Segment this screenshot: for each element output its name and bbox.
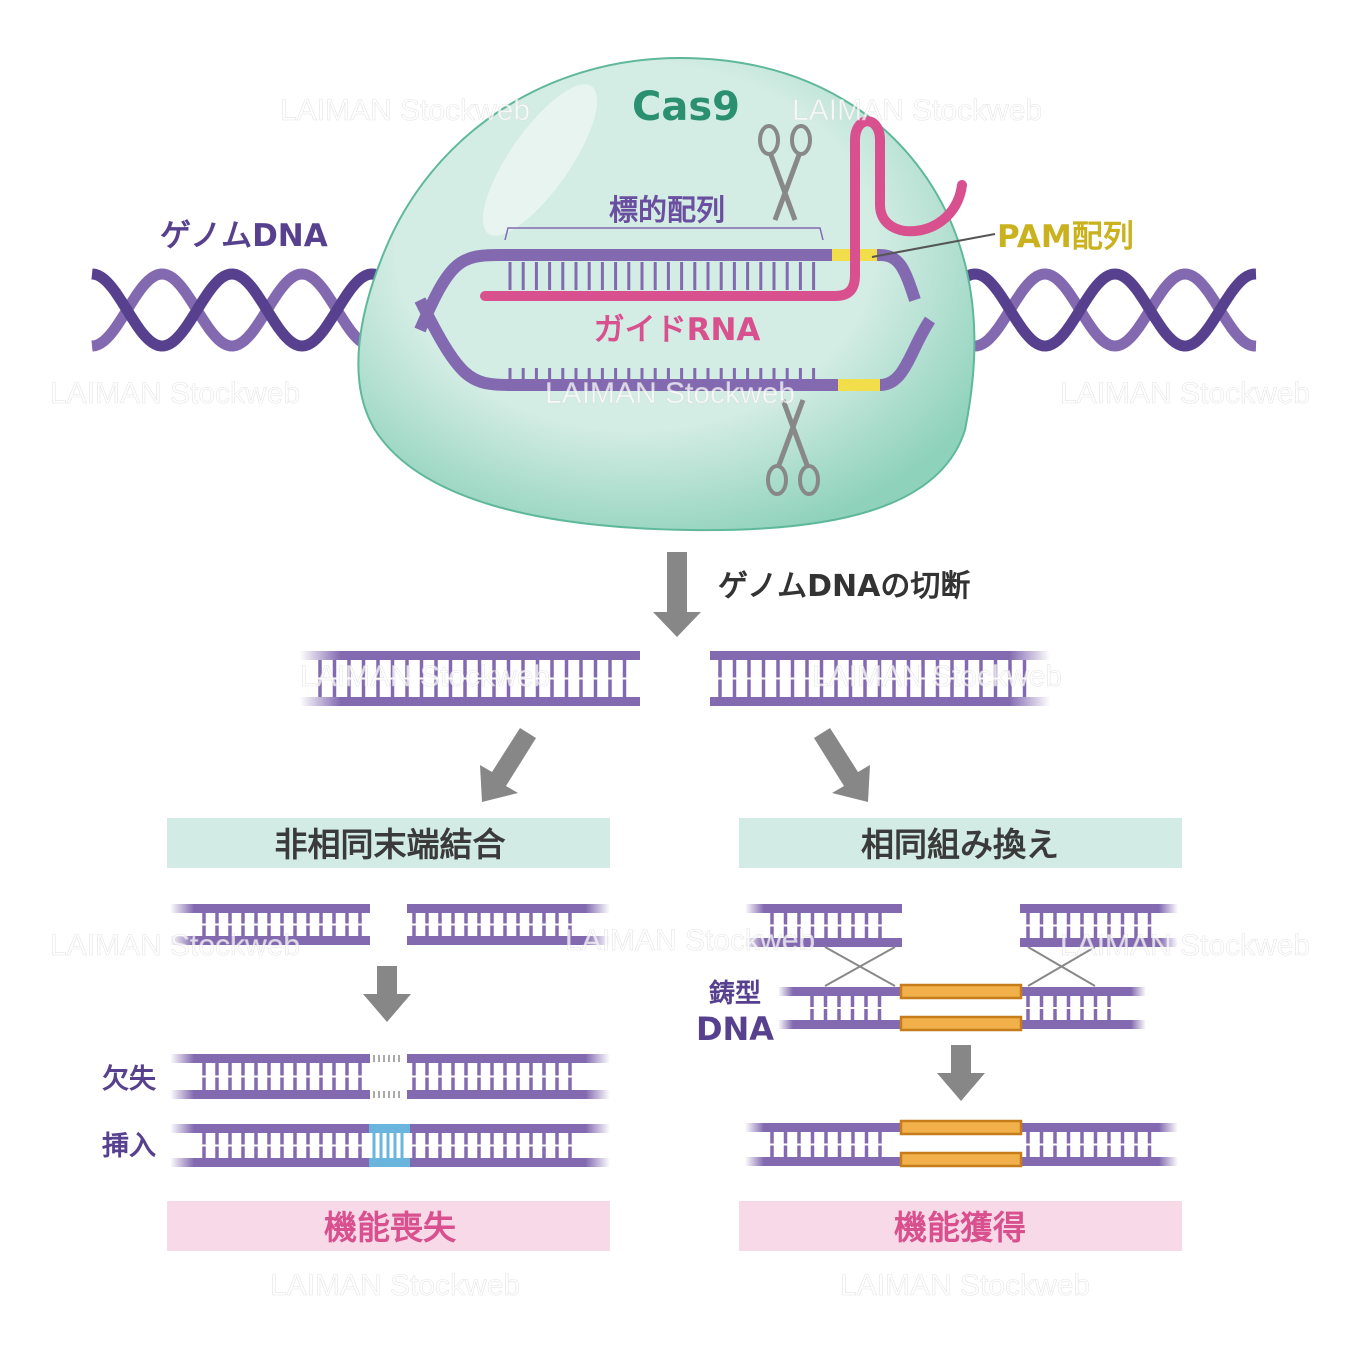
repair-dna <box>170 904 1178 1168</box>
dna-strand <box>1020 987 1146 996</box>
arrow-down-icon <box>937 1045 985 1101</box>
arrow-down-icon <box>363 966 411 1022</box>
watermark: LAIMAN Stockweb <box>565 924 815 957</box>
template-dna-strand <box>899 983 1023 1000</box>
dna-strand <box>170 1054 370 1063</box>
watermark: LAIMAN Stockweb <box>50 929 300 962</box>
dna-strand <box>710 651 1050 660</box>
dna-strand <box>778 987 902 996</box>
dna-strand <box>407 904 610 913</box>
insertion-strand <box>369 1158 410 1167</box>
unwound-dna <box>414 116 967 391</box>
scissors-icon <box>758 124 812 221</box>
hr-header <box>739 818 1182 868</box>
template-dna-label-1: 鋳型 <box>709 979 761 1009</box>
watermark: LAIMAN Stockweb <box>840 1269 1090 1302</box>
watermark: LAIMAN Stockweb <box>1060 929 1310 962</box>
dna-strand <box>170 1090 370 1099</box>
bottom-strand <box>414 297 936 391</box>
crossover-line <box>1027 946 1096 987</box>
target-bracket <box>504 227 824 241</box>
dna-strand <box>710 697 1050 706</box>
cas9-highlight <box>482 84 598 236</box>
gain-of-function-box <box>739 1201 1182 1251</box>
dna-strand <box>1020 904 1178 913</box>
top-strand <box>414 249 921 333</box>
arrow-down-icon <box>653 552 701 637</box>
genome-dna-label: ゲノムDNA <box>160 218 328 254</box>
watermark: LAIMAN Stockweb <box>812 660 1062 693</box>
dna-strand <box>407 1090 610 1099</box>
scissor-handle <box>758 124 780 156</box>
dna-strand <box>170 904 370 913</box>
arrow-down-right-icon <box>814 728 870 802</box>
pam-bottom <box>838 379 880 391</box>
dna-strand <box>407 1158 610 1167</box>
template-dna-strand <box>899 1015 1023 1032</box>
nhej-header <box>167 818 610 868</box>
watermark: LAIMAN Stockweb <box>300 660 550 693</box>
dna-strand <box>407 936 610 945</box>
dna-strand <box>745 904 902 913</box>
dna-strand <box>300 651 640 660</box>
cas9-label: Cas9 <box>632 84 740 130</box>
arrow-down-left-icon <box>480 728 536 802</box>
target-sequence-label: 標的配列 <box>609 193 725 227</box>
dna-strand <box>407 1124 610 1133</box>
guide-rna <box>480 116 967 301</box>
guide-rna-label: ガイドRNA <box>594 312 761 348</box>
scissor-handle <box>766 464 788 496</box>
scissors-icon <box>766 399 820 496</box>
scissor-blade <box>772 154 802 221</box>
deletion-label: 欠失 <box>102 1063 157 1095</box>
dna-strand <box>745 938 902 947</box>
dna-strand <box>170 936 370 945</box>
cleavage-label: ゲノムDNAの切断 <box>718 569 970 604</box>
dna-strand <box>1020 1123 1178 1132</box>
dna-strand <box>1020 1020 1146 1029</box>
dna-strand <box>1020 938 1178 947</box>
dna-strand <box>745 1157 902 1166</box>
nhej-label: 非相同末端結合 <box>275 825 506 864</box>
dna-strand <box>170 1158 370 1167</box>
gain-of-function-label: 機能獲得 <box>894 1208 1026 1247</box>
scissor-blade <box>768 154 798 221</box>
cleaved-dna <box>300 651 1050 706</box>
hr-label: 相同組み換え <box>861 825 1059 864</box>
insertion-label: 挿入 <box>102 1131 156 1162</box>
watermark: LAIMAN Stockweb <box>270 1269 520 1302</box>
dna-strand <box>170 1124 370 1133</box>
dna-strand <box>407 1054 610 1063</box>
loss-of-function-label: 機能喪失 <box>324 1208 457 1247</box>
template-dna-label-2: DNA <box>696 1010 774 1048</box>
scissor-handle <box>798 464 820 496</box>
insertion-strand <box>369 1124 410 1133</box>
watermark: LAIMAN Stockweb <box>545 377 795 410</box>
dna-strand <box>300 697 640 706</box>
scissor-blade <box>776 399 806 466</box>
watermark: LAIMAN Stockweb <box>50 377 300 410</box>
watermark: LAIMAN Stockweb <box>280 94 530 127</box>
watermark: LAIMAN Stockweb <box>1060 377 1310 410</box>
dna-strand <box>1020 1157 1178 1166</box>
pam-leader-line <box>871 233 996 258</box>
scissor-blade <box>780 399 810 466</box>
template-dna-strand <box>899 1151 1023 1168</box>
scissor-handle <box>790 124 812 156</box>
watermark: LAIMAN Stockweb <box>792 94 1042 127</box>
pam-sequence-label: PAM配列 <box>997 219 1134 255</box>
dna-strand <box>745 1123 902 1132</box>
crossover-line <box>824 946 896 987</box>
template-dna-strand <box>899 1119 1023 1136</box>
loss-of-function-box <box>167 1201 610 1251</box>
dna-strand <box>778 1020 902 1029</box>
